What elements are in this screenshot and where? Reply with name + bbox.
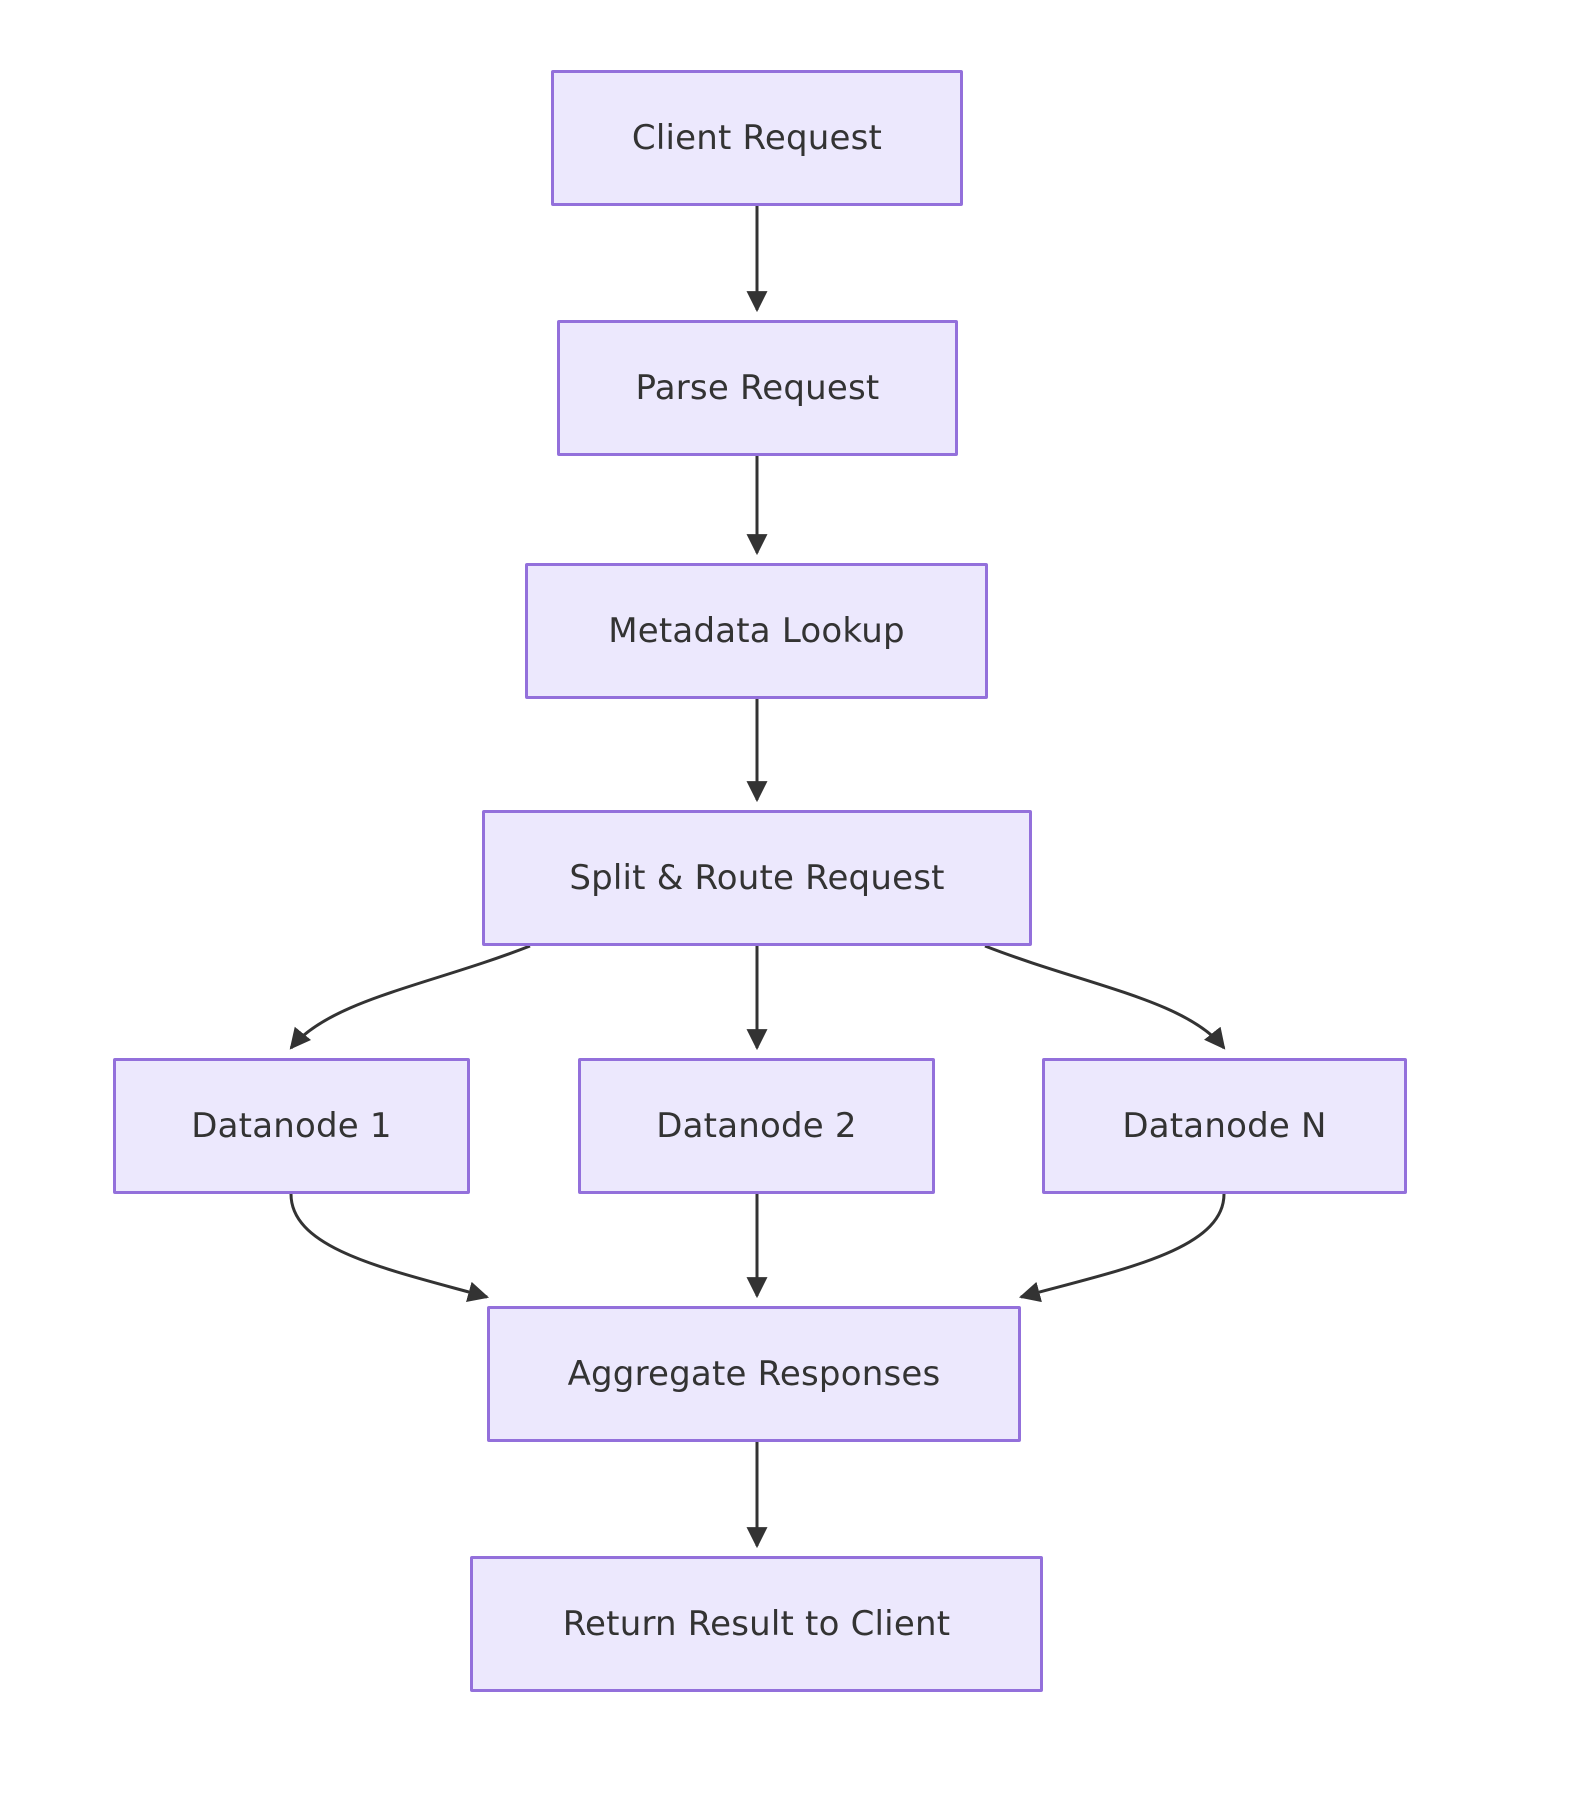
node-parse-request[interactable]: Parse Request — [557, 320, 958, 456]
node-label-datanode-2: Datanode 2 — [656, 1105, 857, 1146]
node-client-request[interactable]: Client Request — [551, 70, 963, 206]
node-aggregate-responses[interactable]: Aggregate Responses — [487, 1306, 1021, 1442]
node-label-split-route-request: Split & Route Request — [569, 857, 945, 898]
node-label-metadata-lookup: Metadata Lookup — [608, 610, 905, 651]
node-datanode-n[interactable]: Datanode N — [1042, 1058, 1407, 1194]
node-datanode-1[interactable]: Datanode 1 — [113, 1058, 470, 1194]
node-label-datanode-n: Datanode N — [1122, 1105, 1327, 1146]
edge-split-route-to-datanode-1 — [289, 944, 531, 1050]
node-label-datanode-1: Datanode 1 — [191, 1105, 392, 1146]
node-metadata-lookup[interactable]: Metadata Lookup — [525, 563, 988, 699]
node-split-route-request[interactable]: Split & Route Request — [482, 810, 1032, 946]
edge-datanode-1-to-aggregate — [289, 1193, 490, 1303]
edge-split-route-to-datanode-n — [984, 944, 1226, 1050]
node-datanode-2[interactable]: Datanode 2 — [578, 1058, 935, 1194]
node-return-result-to-client[interactable]: Return Result to Client — [470, 1556, 1043, 1692]
node-label-parse-request: Parse Request — [635, 367, 880, 408]
node-label-client-request: Client Request — [631, 117, 883, 158]
node-label-return-result-to-client: Return Result to Client — [562, 1603, 951, 1644]
edge-datanode-n-to-aggregate — [1018, 1193, 1226, 1303]
node-label-aggregate-responses: Aggregate Responses — [567, 1353, 941, 1394]
